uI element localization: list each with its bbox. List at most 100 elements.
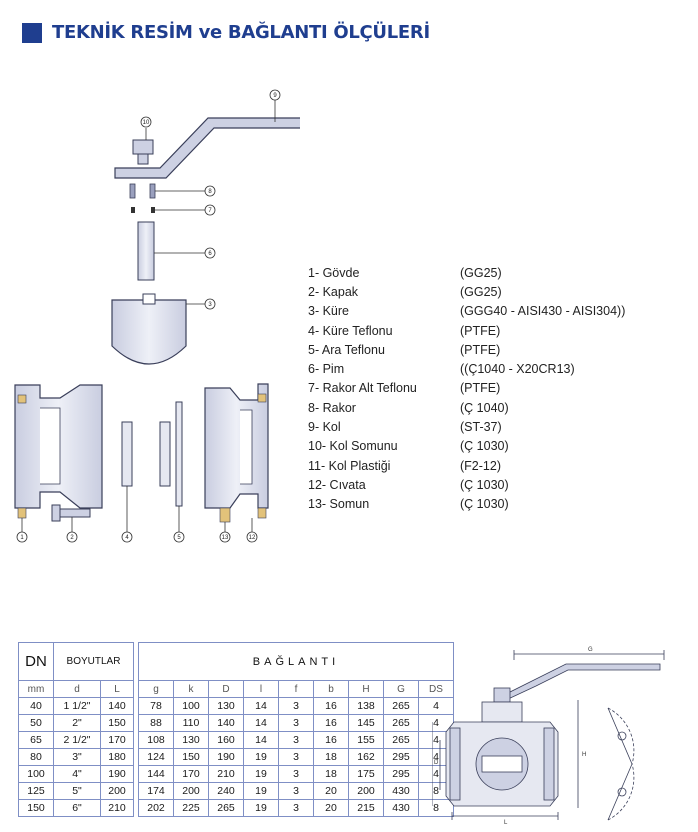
table-cell: 3: [278, 765, 314, 783]
table-cell: 130: [208, 697, 244, 715]
table-cell: 19: [243, 782, 279, 800]
part-material: (Ç 1030): [460, 439, 509, 454]
part-row: 3- Küre (GGG40 - AISI430 - AISI304)): [308, 302, 625, 321]
table-cell: 3: [278, 731, 314, 749]
part-row: 8- Rakor (Ç 1040): [308, 398, 625, 417]
table-cell: 200: [348, 782, 384, 800]
sub-header-cell: l: [243, 680, 279, 698]
title-square-icon: [22, 22, 42, 43]
callout-4: [121, 531, 133, 543]
table-cell: 88: [138, 714, 174, 732]
part-name: 7- Rakor Alt Teflonu: [308, 381, 417, 396]
table-cell: 170: [173, 765, 209, 783]
callout-7-label: 7: [208, 208, 212, 214]
part-name: 4- Küre Teflonu: [308, 323, 393, 338]
title-bar: TEKNİK RESİM ve BAĞLANTI ÖLÇÜLERİ: [22, 22, 430, 43]
callout-10: [140, 116, 152, 128]
callout-2: [66, 531, 78, 543]
part-material: (Ç 1030): [460, 497, 509, 512]
table-cell: 225: [173, 799, 209, 817]
table-cell: 150: [100, 714, 134, 732]
table-cell: 140: [208, 714, 244, 732]
table-cell: 265: [383, 731, 419, 749]
callout-1-label: 1: [20, 535, 24, 541]
table-cell: 1 1/2": [53, 697, 101, 715]
callout-5-label: 5: [177, 535, 181, 541]
sub-header-cell: G: [383, 680, 419, 698]
sub-header-cell: f: [278, 680, 314, 698]
dim-label-d: D: [434, 760, 439, 766]
table-cell: 162: [348, 748, 384, 766]
handle-lever: [114, 117, 300, 179]
boyutlar-header: BOYUTLAR: [53, 642, 134, 681]
dim-label-h: H: [582, 752, 586, 758]
callout-9: [269, 89, 281, 101]
callout-6: [204, 247, 216, 259]
callout-9-label: 9: [273, 93, 277, 99]
table-cell: 295: [383, 748, 419, 766]
table-cell: 210: [208, 765, 244, 783]
sub-header-cell: d: [53, 680, 101, 698]
body-right-part: [204, 383, 269, 509]
part-name: 3- Küre: [308, 304, 349, 319]
part-material: (PTFE): [460, 381, 501, 396]
part-material: (GGG40 - AISI430 - AISI304)): [460, 304, 626, 319]
part-name: 13- Somun: [308, 497, 370, 512]
table-cell: 265: [383, 697, 419, 715]
sub-header-cell: H: [348, 680, 384, 698]
table-cell: 175: [348, 765, 384, 783]
sub-header-cell: b: [313, 680, 349, 698]
baglanti-header: BAĞLANTI: [138, 642, 454, 681]
table-cell: 170: [100, 731, 134, 749]
callout-12: [246, 531, 258, 543]
part-material: (Ç 1040): [460, 400, 509, 415]
part-name: 8- Rakor: [308, 400, 356, 415]
table-cell: 19: [243, 799, 279, 817]
part-row: 6- Pim ((Ç1040 - X20CR13): [308, 359, 625, 378]
part-name: 6- Pim: [308, 362, 345, 377]
part-name: 2- Kapak: [308, 284, 359, 299]
part-row: 1- Gövde(GG25): [308, 263, 625, 282]
callout-8-label: 8: [208, 189, 212, 195]
callout-6-label: 6: [208, 251, 212, 257]
dim-label-l: L: [504, 820, 508, 825]
table-cell: 16: [313, 714, 349, 732]
callout-2-label: 2: [70, 535, 74, 541]
table-cell: 124: [138, 748, 174, 766]
part-material: ((Ç1040 - X20CR13): [460, 362, 575, 377]
part-material: (PTFE): [460, 323, 501, 338]
table-cell: 155: [348, 731, 384, 749]
part-name: 11- Kol Plastiği: [308, 458, 391, 473]
table-cell: 174: [138, 782, 174, 800]
seat-part-2: [159, 421, 171, 487]
sub-header-cell: D: [208, 680, 244, 698]
part-name: 12- Cıvata: [308, 477, 366, 492]
part-material: (PTFE): [460, 342, 501, 357]
table-cell: 200: [100, 782, 134, 800]
part-material: (GG25): [460, 284, 502, 299]
table-cell: 3: [278, 799, 314, 817]
table-cell: 190: [208, 748, 244, 766]
table-cell: 202: [138, 799, 174, 817]
table-cell: 215: [348, 799, 384, 817]
table-cell: 5": [53, 782, 101, 800]
part-row: 13- Somun (Ç 1030): [308, 495, 625, 514]
part-name: 5- Ara Teflonu: [308, 342, 385, 357]
exploded-view-drawing: 9 11 10 8 7 6 3 1 2 4 5 13 12: [14, 89, 300, 543]
table-cell: 3": [53, 748, 101, 766]
table-cell: 240: [208, 782, 244, 800]
callout-10-label: 10: [143, 120, 150, 126]
part-row: 10- Kol Somunu(Ç 1030): [308, 437, 625, 456]
table-cell: 265: [383, 714, 419, 732]
assembled-valve-drawing: G H L D: [432, 647, 665, 825]
table-cell: 145: [348, 714, 384, 732]
handle-nut: [132, 139, 154, 155]
seat-part: [121, 421, 133, 487]
callout-5: [173, 531, 185, 543]
table-cell: 150: [18, 799, 54, 817]
